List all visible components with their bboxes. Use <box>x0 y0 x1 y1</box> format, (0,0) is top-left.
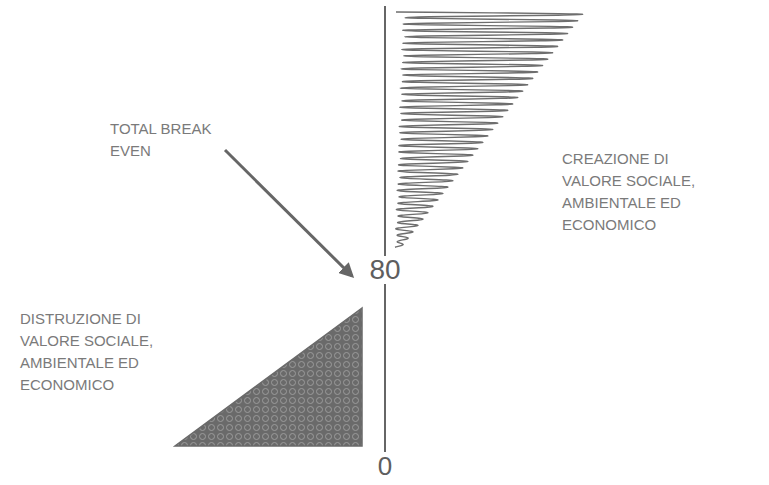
creation-hatching <box>395 12 583 247</box>
creation-label: CREAZIONE DI VALORE SOCIALE, AMBIENTALE … <box>562 148 712 236</box>
destruction-label: DISTRUZIONE DI VALORE SOCIALE, AMBIENTAL… <box>20 308 170 396</box>
axis-value: 80 <box>367 256 402 284</box>
destruction-triangle <box>175 308 362 446</box>
break-even-label: TOTAL BREAK EVEN <box>110 118 230 162</box>
axis-value: 0 <box>376 453 394 479</box>
pointer-arrow <box>225 150 352 276</box>
axis-line <box>384 6 386 452</box>
